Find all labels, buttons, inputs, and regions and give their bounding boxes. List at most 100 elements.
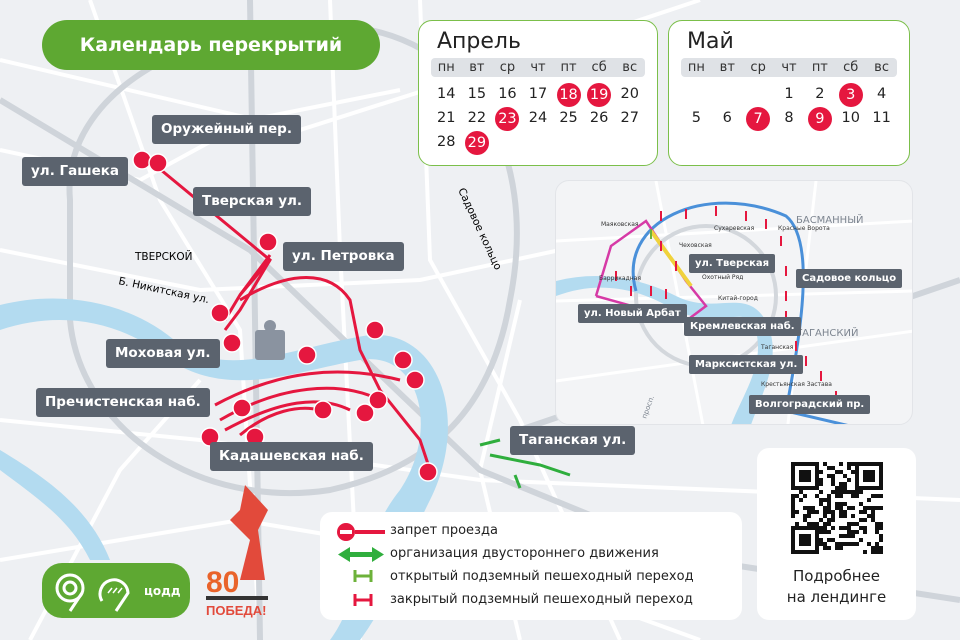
no-entry-signs bbox=[132, 150, 438, 482]
day: 10 bbox=[841, 110, 860, 126]
qr-caption-line2: на лендинге bbox=[786, 588, 887, 606]
day: 2 bbox=[815, 86, 825, 102]
weekday: пт bbox=[560, 60, 577, 75]
kremlin-icon bbox=[255, 320, 285, 360]
day: 16 bbox=[498, 86, 517, 102]
label-gasheka: ул. Гашека bbox=[22, 157, 128, 186]
district-tverskoy: ТВЕРСКОЙ bbox=[134, 250, 193, 263]
two-way-routes bbox=[479, 438, 571, 489]
day-closure: 23 bbox=[492, 107, 523, 131]
day: 5 bbox=[691, 110, 702, 126]
weekday: пт bbox=[811, 60, 828, 75]
weekday: пн bbox=[687, 60, 705, 75]
victory-logo: 80 ПОБЕДА! bbox=[206, 485, 268, 618]
legend-closed-crossing: закрытый подземный пешеходный переход bbox=[390, 592, 693, 607]
day-closure: 3 bbox=[835, 83, 866, 107]
day: 17 bbox=[528, 86, 548, 102]
street-prosp: просп. bbox=[640, 394, 656, 419]
inset-label-tverskaya: ул. Тверская bbox=[689, 254, 776, 273]
closed-crossing-icon bbox=[353, 594, 373, 606]
label-oruzheyny: Оружейный пер. bbox=[152, 115, 301, 144]
metro-barrik: Баррикадная bbox=[599, 275, 641, 282]
day: 8 bbox=[784, 110, 794, 126]
svg-text:80: 80 bbox=[206, 566, 239, 599]
district-basmanny: БАСМАННЫЙ bbox=[796, 213, 864, 226]
day: 24 bbox=[528, 110, 548, 126]
closed-routes bbox=[154, 163, 432, 471]
day-closure: 7 bbox=[743, 107, 774, 131]
weekday: чт bbox=[781, 60, 797, 75]
day: 1 bbox=[784, 86, 794, 102]
weekday: вс bbox=[622, 60, 638, 75]
label-kadashevskaya: Кадашевская наб. bbox=[210, 442, 373, 471]
logo-text: цодд bbox=[144, 584, 181, 598]
qr-code[interactable] bbox=[791, 462, 883, 554]
weekday: ср bbox=[499, 60, 516, 75]
river-branch bbox=[0, 450, 110, 560]
metro-krest: Крестьянская Застава bbox=[761, 381, 832, 388]
weekday: вт bbox=[469, 60, 485, 75]
day: 21 bbox=[437, 110, 456, 126]
legend-no-entry: запрет проезда bbox=[390, 523, 498, 538]
day: 15 bbox=[467, 86, 487, 102]
metro-chekhov: Чеховская bbox=[679, 242, 712, 249]
day-closure: 29 bbox=[462, 131, 493, 155]
day bbox=[523, 131, 554, 153]
day: 26 bbox=[589, 110, 609, 126]
weekday: вт bbox=[719, 60, 735, 75]
day: 28 bbox=[437, 134, 456, 150]
month-title: Апрель bbox=[437, 29, 521, 54]
legend: запрет проезда организация двустороннего… bbox=[320, 512, 742, 620]
inset-map: БАСМАННЫЙ ТАГАНСКИЙ просп. Маяковская Че… bbox=[555, 180, 913, 425]
qr-card[interactable]: Подробнее на лендинге bbox=[757, 448, 916, 620]
day: 4 bbox=[876, 86, 887, 102]
weekday: сб bbox=[591, 60, 607, 75]
label-taganskaya: Таганская ул. bbox=[510, 426, 636, 455]
day: 27 bbox=[620, 110, 639, 126]
day: 22 bbox=[467, 110, 487, 126]
day: 11 bbox=[872, 110, 891, 126]
inset-label-marksistskaya: Марксистская ул. bbox=[689, 355, 804, 374]
river bbox=[0, 298, 448, 640]
legend-two-way: организация двустороннего движения bbox=[390, 546, 659, 561]
label-mokhovaya: Моховая ул. bbox=[106, 339, 220, 368]
metro-sukharev: Сухаревская bbox=[714, 225, 755, 232]
inset-label-arbat: ул. Новый Арбат bbox=[578, 304, 687, 323]
label-petrovka: ул. Петровка bbox=[283, 242, 404, 271]
page-title: Календарь перекрытий bbox=[42, 20, 380, 70]
weekday: вс bbox=[874, 60, 889, 75]
codd-logo: цодд bbox=[42, 563, 190, 618]
svg-text:ПОБЕДА!: ПОБЕДА! bbox=[206, 603, 266, 618]
metro-mayak: Маяковская bbox=[601, 221, 639, 228]
metro-kitay: Китай-город bbox=[718, 295, 758, 302]
qr-caption-line1: Подробнее bbox=[792, 567, 881, 585]
weekday: пн bbox=[437, 60, 455, 75]
day-closure: 19 bbox=[584, 83, 615, 107]
inset-label-volgogradsky: Волгоградский пр. bbox=[749, 395, 871, 414]
day: 20 bbox=[620, 86, 639, 102]
day-closure: 18 bbox=[553, 83, 584, 107]
inset-label-sadovoe: Садовое кольцо bbox=[796, 269, 903, 288]
open-crossing-icon bbox=[353, 570, 373, 582]
month-title: Май bbox=[687, 29, 734, 54]
day: 14 bbox=[437, 86, 456, 102]
weekday: чт bbox=[530, 60, 546, 75]
day bbox=[614, 131, 645, 153]
day: 6 bbox=[722, 110, 732, 126]
weekday: сб bbox=[843, 60, 859, 75]
inset-map-graphic: БАСМАННЫЙ ТАГАНСКИЙ просп. bbox=[556, 181, 912, 424]
day bbox=[553, 131, 584, 153]
weekday: ср bbox=[750, 60, 766, 75]
metro-okhotny: Охотный Ряд bbox=[702, 274, 744, 281]
day bbox=[712, 83, 743, 105]
day: 25 bbox=[559, 110, 578, 126]
metro-tagan: Таганская bbox=[761, 344, 794, 351]
day bbox=[492, 131, 523, 153]
label-tverskaya: Тверская ул. bbox=[193, 187, 312, 216]
